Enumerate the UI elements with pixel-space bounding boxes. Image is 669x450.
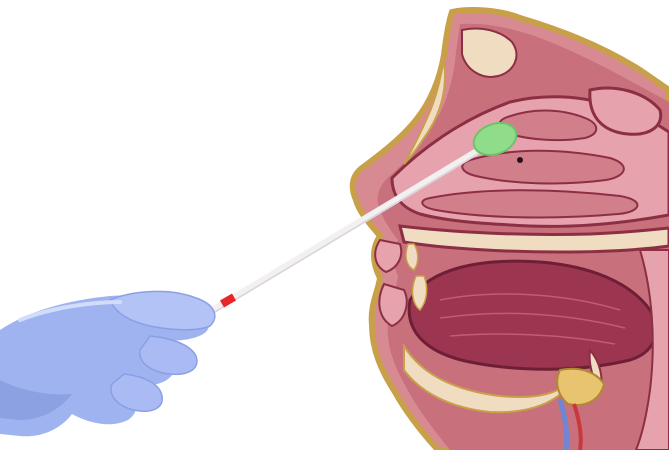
nasopharynx-marker-dot [517,157,523,163]
inferior-turbinate [422,190,637,217]
